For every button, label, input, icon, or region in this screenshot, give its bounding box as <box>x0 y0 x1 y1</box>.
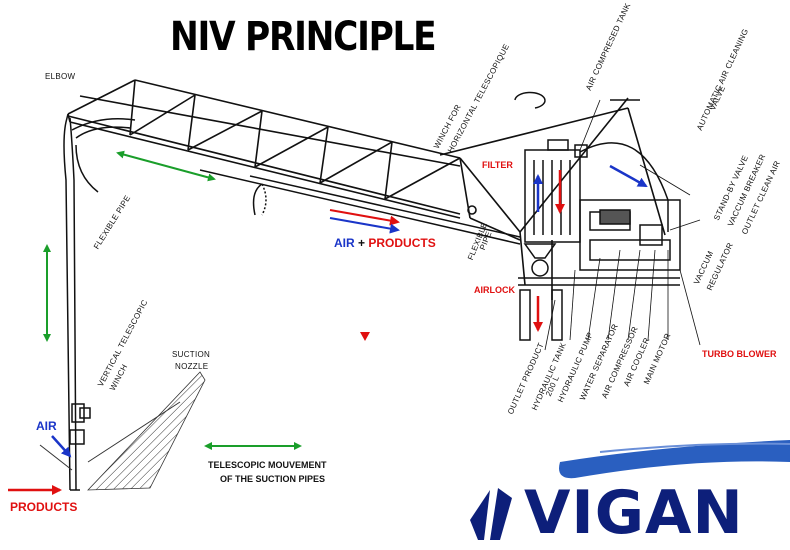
leader-lines <box>544 99 701 351</box>
red-marker <box>360 332 370 341</box>
label-plus: + <box>358 236 366 250</box>
label-products-part: PRODUCTS <box>368 236 436 250</box>
label-airlock: AIRLOCK <box>474 285 515 295</box>
airprod-blue-arrow <box>329 217 400 234</box>
boom-truss <box>67 79 471 219</box>
machinery <box>514 91 681 341</box>
boom-telescopic-arrow <box>116 150 216 182</box>
label-products: PRODUCTS <box>10 500 78 514</box>
label-telescopic-2: OF THE SUCTION PIPES <box>220 474 326 484</box>
airprod-red-arrow <box>329 209 400 226</box>
suction-pipe <box>63 113 136 491</box>
label-elbow: ELBOW <box>45 72 76 81</box>
label-filter: FILTER <box>482 160 513 170</box>
label-suction-nozzle-2: NOZZLE <box>175 362 209 371</box>
clean-air-arrow <box>609 164 648 188</box>
label-suction-nozzle-1: SUCTION <box>172 350 211 359</box>
label-air-plus-products: AIR + PRODUCTS <box>334 236 436 250</box>
diagram-title: NIV PRINCIPLE <box>170 14 437 60</box>
label-air-part: AIR <box>334 236 355 250</box>
label-telescopic-1: TELESCOPIC MOUVEMENT <box>208 460 327 470</box>
label-air: AIR <box>36 419 57 433</box>
vigan-logo-text: VIGAN <box>524 478 744 548</box>
telescopic-tube <box>199 169 521 245</box>
label-turbo-blower: TURBO BLOWER <box>702 349 777 359</box>
product-pile <box>39 371 206 491</box>
vigan-logo-mark <box>470 440 790 540</box>
air-arrow <box>51 435 72 458</box>
